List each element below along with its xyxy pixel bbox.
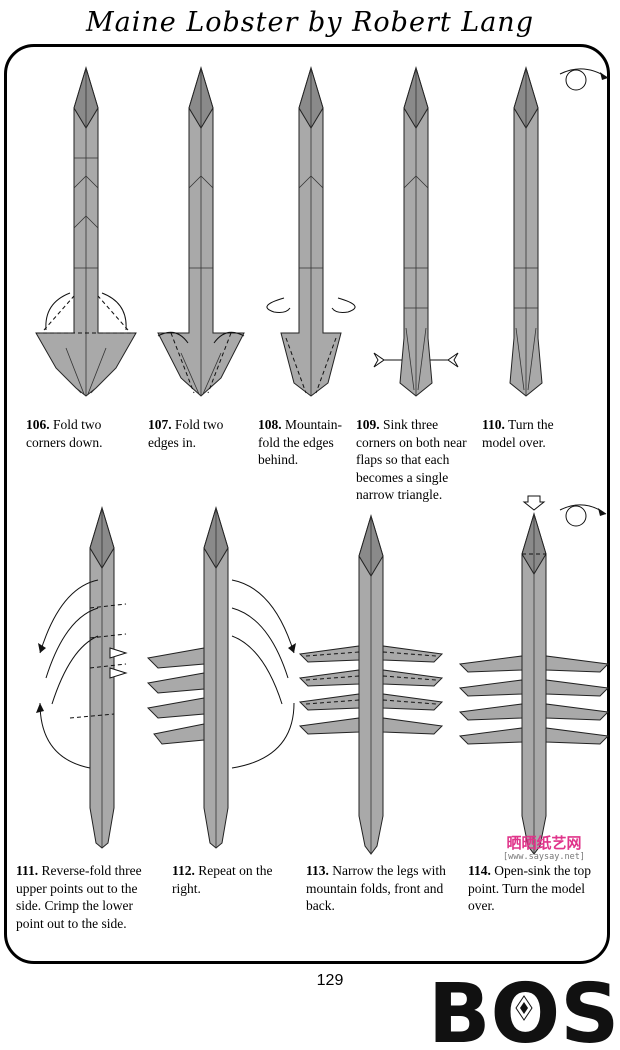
page-number: 129 xyxy=(316,972,344,989)
watermark-text: 晒晒纸艺网 xyxy=(506,834,582,852)
caption-step-110: 110. Turn the model over. xyxy=(482,416,582,451)
step-number: 110. xyxy=(482,417,505,432)
caption-step-106: 106. Fold two corners down. xyxy=(26,416,122,451)
diagram-step-113 xyxy=(298,514,444,855)
diagram-step-111 xyxy=(36,506,128,849)
diagram-step-114 xyxy=(458,495,610,855)
step-number: 108. xyxy=(258,417,282,432)
step-text: Narrow the legs with mountain folds, fro… xyxy=(306,863,446,913)
step-text: Fold two corners down. xyxy=(26,417,103,450)
step-number: 114. xyxy=(468,863,491,878)
page-title: Maine Lobster by Robert Lang xyxy=(86,7,534,38)
step-number: 109. xyxy=(356,417,380,432)
bos-logo: BOS xyxy=(428,970,614,1048)
diagram-step-108 xyxy=(266,66,356,397)
origami-crane-icon xyxy=(515,995,533,1021)
step-text: Repeat on the right. xyxy=(172,863,273,896)
step-text: Reverse-fold three upper points out to t… xyxy=(16,863,142,931)
caption-step-108: 108. Mountain-fold the edges behind. xyxy=(258,416,354,469)
step-text: Turn the model over. xyxy=(482,417,554,450)
diagram-step-110 xyxy=(509,66,609,397)
caption-step-114: 114. Open-sink the top point. Turn the m… xyxy=(468,862,594,915)
step-text: Fold two edges in. xyxy=(148,417,224,450)
step-number: 112. xyxy=(172,863,195,878)
caption-step-111: 111. Reverse-fold three upper points out… xyxy=(16,862,148,932)
step-text: Sink three corners on both near flaps so… xyxy=(356,417,467,502)
caption-step-109: 109. Sink three corners on both near fla… xyxy=(356,416,472,504)
step-text: Mountain-fold the edges behind. xyxy=(258,417,342,467)
step-text: Open-sink the top point. Turn the model … xyxy=(468,863,592,913)
step-number: 107. xyxy=(148,417,172,432)
watermark: 晒晒纸艺网 [www.saysay.net] xyxy=(474,832,614,868)
step-number: 106. xyxy=(26,417,50,432)
diagram-step-109 xyxy=(373,66,459,397)
watermark-url: [www.saysay.net] xyxy=(503,852,585,862)
step-number: 113. xyxy=(306,863,329,878)
diagram-step-112 xyxy=(146,506,296,849)
step-number: 111. xyxy=(16,863,39,878)
caption-step-107: 107. Fold two edges in. xyxy=(148,416,244,451)
diagram-step-106 xyxy=(35,66,137,397)
caption-step-112: 112. Repeat on the right. xyxy=(172,862,294,897)
caption-step-113: 113. Narrow the legs with mountain folds… xyxy=(306,862,446,915)
diagram-step-107 xyxy=(157,66,245,397)
